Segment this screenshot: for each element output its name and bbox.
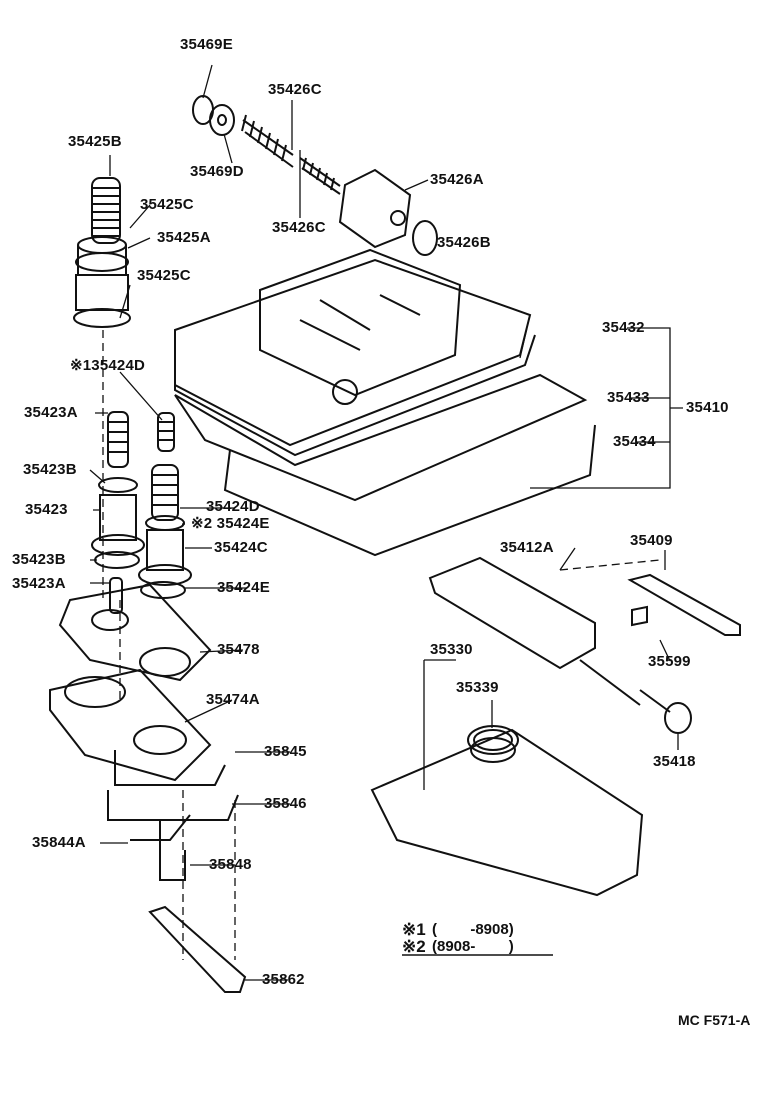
note-2-mark: ※2 [402, 937, 426, 956]
label-35425c-upper: 35425C [140, 196, 194, 213]
spring-35424d-upper [157, 412, 175, 452]
spring-35423a-lower [109, 577, 123, 614]
label-35426a: 35426A [430, 171, 484, 188]
label-35412a: 35412A [500, 539, 554, 556]
label-35426c-bottom: 35426C [272, 219, 326, 236]
bracket-35409 [627, 573, 741, 636]
valve-35423 [91, 477, 145, 569]
plate-35474a [49, 668, 212, 782]
label-35426b: 35426B [437, 234, 491, 251]
spring-35424d [151, 464, 179, 521]
gasket-35478 [58, 583, 212, 682]
gasket-35339 [467, 725, 519, 755]
label-35424e: 35424E [217, 579, 270, 596]
label-35862: 35862 [262, 971, 305, 988]
strainer-35330 [370, 728, 644, 897]
tubes [107, 750, 239, 881]
spring-35423a [107, 411, 129, 468]
figure-code: MC F571-A [678, 1012, 751, 1028]
label-35424c: 35424C [214, 539, 268, 556]
label-35469d: 35469D [190, 163, 244, 180]
bracket-35862 [148, 905, 247, 993]
note-2-range: (8908- ) [432, 938, 514, 955]
label-35339: 35339 [456, 679, 499, 696]
label-35845: 35845 [264, 743, 307, 760]
label-35846: 35846 [264, 795, 307, 812]
washer-35469d [209, 104, 235, 136]
label-35423b-lower: 35423B [12, 551, 66, 568]
label-35599: 35599 [648, 653, 691, 670]
spring-35426c [241, 114, 341, 195]
label-35425c-lower: 35425C [137, 267, 191, 284]
label-35433: 35433 [607, 389, 650, 406]
label-35424d-note1: ※135424D [70, 357, 146, 374]
valve-body-35410 [174, 248, 596, 557]
note-1-mark: ※1 [402, 920, 426, 939]
label-35418: 35418 [653, 753, 696, 770]
valve-35425a [73, 236, 131, 328]
spring-35425b [91, 177, 121, 244]
sleeve-35426a [338, 168, 412, 249]
label-35425a: 35425A [157, 229, 211, 246]
label-35478: 35478 [217, 641, 260, 658]
label-35423: 35423 [25, 501, 68, 518]
label-35423a-upper: 35423A [24, 404, 78, 421]
valve-35412a [428, 556, 641, 706]
label-35426c-top: 35426C [268, 81, 322, 98]
label-35424e-note2: ※2 35424E [191, 515, 270, 532]
label-35423b-upper: 35423B [23, 461, 77, 478]
label-35425b: 35425B [68, 133, 122, 150]
label-35432: 35432 [602, 319, 645, 336]
label-35330: 35330 [430, 641, 473, 658]
label-35434: 35434 [613, 433, 656, 450]
plug-35426b [412, 220, 438, 256]
leader-lines [89, 64, 683, 981]
note-1-range: ( -8908) [432, 921, 514, 938]
label-35844a: 35844A [32, 834, 86, 851]
label-35848: 35848 [209, 856, 252, 873]
label-35424d: 35424D [206, 498, 260, 515]
label-35410: 35410 [686, 399, 729, 416]
valve-35424c [138, 515, 192, 599]
label-35474a: 35474A [206, 691, 260, 708]
solenoid-35418 [639, 689, 692, 734]
label-35469e: 35469E [180, 36, 233, 53]
label-35409: 35409 [630, 532, 673, 549]
label-35423a-lower: 35423A [12, 575, 66, 592]
